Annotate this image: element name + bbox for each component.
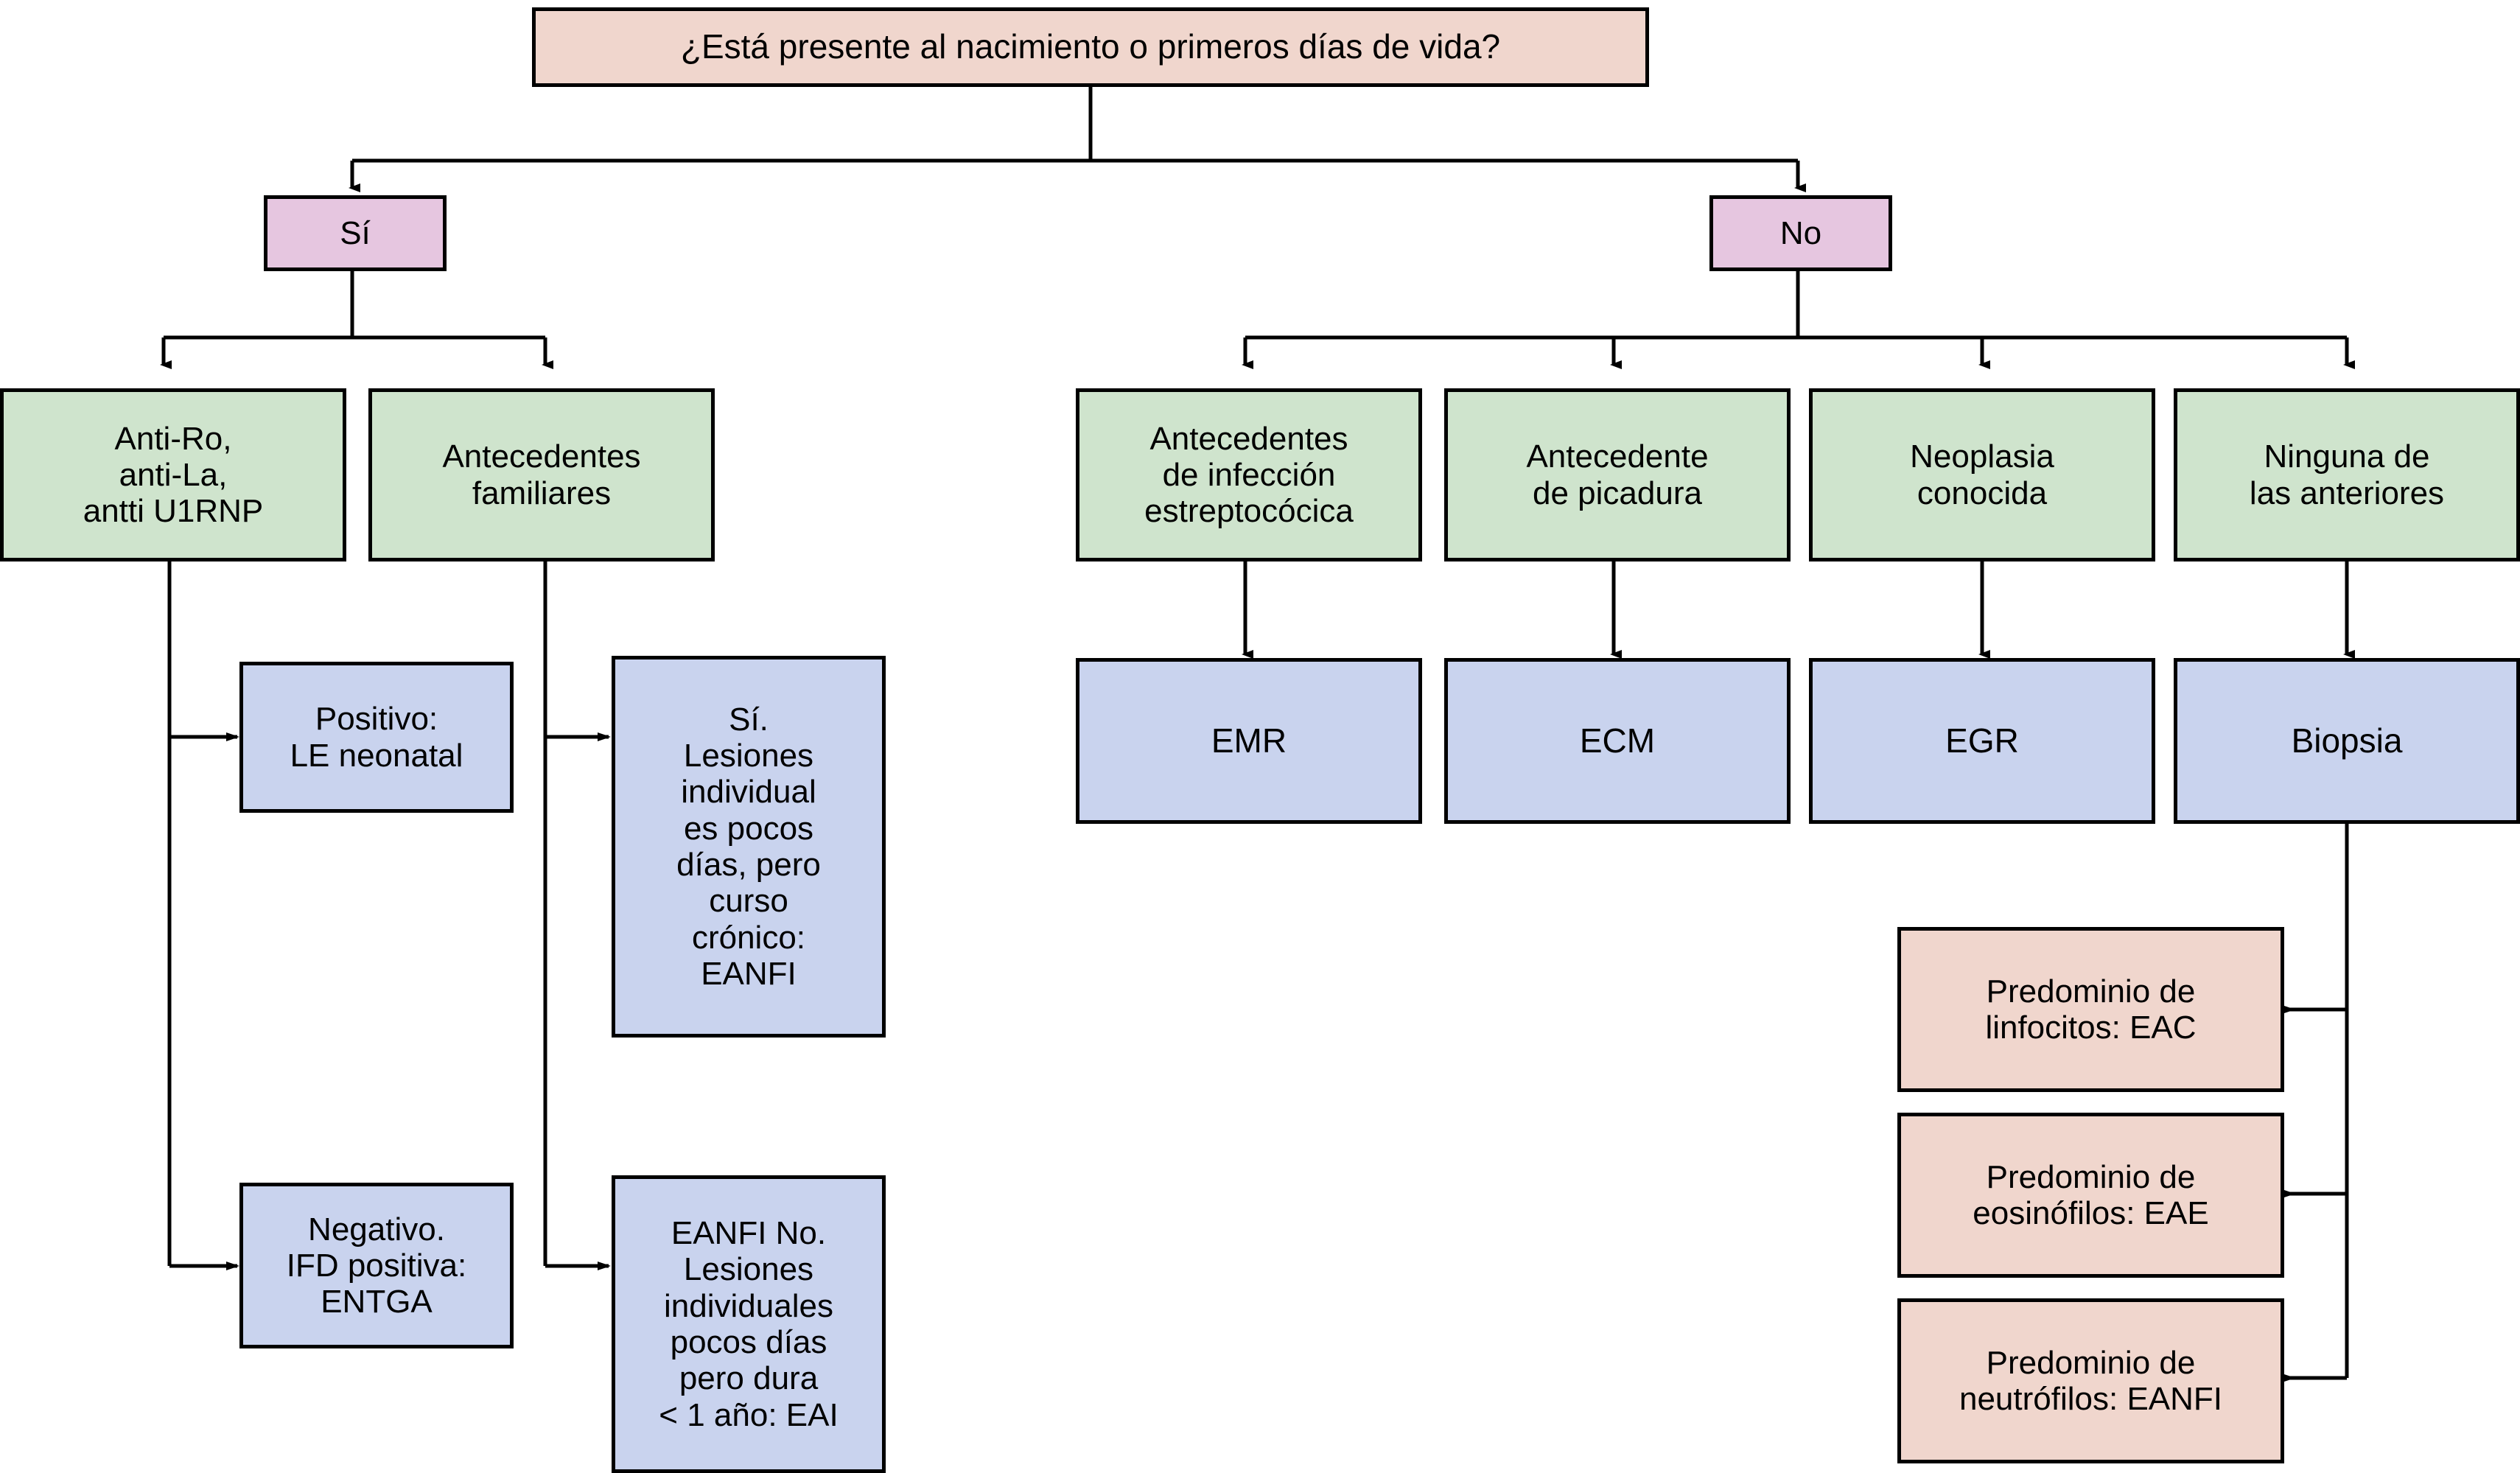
node-egr[interactable]: EGR [1809,658,2155,824]
node-bite-history[interactable]: Antecedente de picadura [1444,388,1791,561]
node-known-neoplasia[interactable]: Neoplasia conocida [1809,388,2155,561]
node-strep-history[interactable]: Antecedentes de infección estreptocócica [1076,388,1422,561]
node-yes[interactable]: Sí [264,195,447,271]
node-positive-le-neonatal[interactable]: Positivo: LE neonatal [239,662,514,813]
node-no[interactable]: No [1709,195,1892,271]
node-lymphocytes-eac[interactable]: Predominio de linfocitos: EAC [1897,927,2284,1092]
node-biopsia[interactable]: Biopsia [2174,658,2520,824]
node-eosinophils-eae[interactable]: Predominio de eosinófilos: EAE [1897,1113,2284,1278]
node-eanfi-no-eai[interactable]: EANFI No. Lesiones individuales pocos dí… [612,1175,886,1473]
node-none-of-above[interactable]: Ninguna de las anteriores [2174,388,2520,561]
node-neutrophils-eanfi[interactable]: Predominio de neutrófilos: EANFI [1897,1298,2284,1463]
node-negative-ifd-entga[interactable]: Negativo. IFD positiva: ENTGA [239,1183,514,1348]
node-ecm[interactable]: ECM [1444,658,1791,824]
node-antibodies[interactable]: Anti-Ro, anti-La, antti U1RNP [0,388,346,561]
node-family-history[interactable]: Antecedentes familiares [368,388,715,561]
node-emr[interactable]: EMR [1076,658,1422,824]
node-yes-lesions-eanfi[interactable]: Sí. Lesiones individual es pocos días, p… [612,656,886,1038]
node-root-question[interactable]: ¿Está presente al nacimiento o primeros … [532,7,1649,87]
